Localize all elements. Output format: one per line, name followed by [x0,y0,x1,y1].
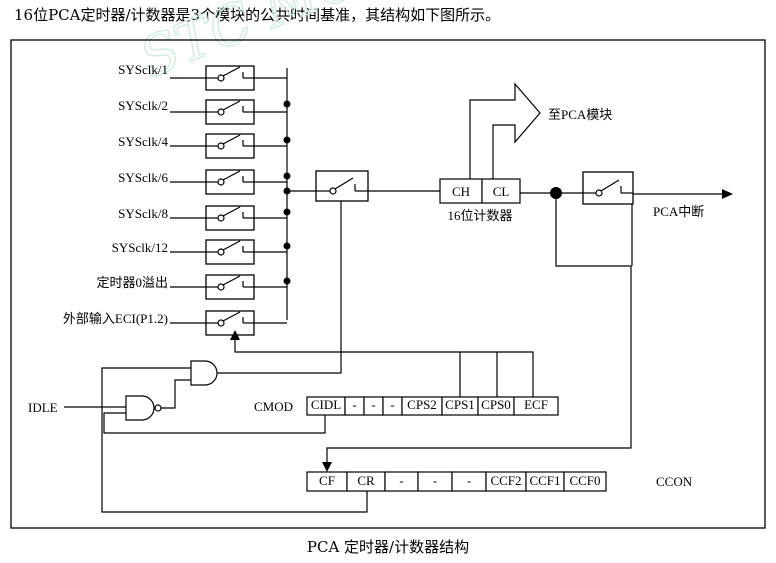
counter-high: CH [452,184,470,199]
counter-label: 16位计数器 [447,208,512,223]
run-switch [315,170,369,202]
ccon-bit-7: CCF0 [569,473,600,488]
clock-source-1: SYSclk/1 [118,62,168,77]
clock-switch-5 [170,205,287,231]
clock-source-4: SYSclk/6 [118,170,168,185]
pca-counter: CH CL 16位计数器 [439,178,521,223]
clock-switch-3 [170,133,287,159]
ccon-bit-5: CCF2 [490,473,521,488]
to-modules-label: 至PCA模块 [548,107,612,122]
interrupt-arrowhead [722,189,733,199]
and-gate [190,360,218,386]
counter-low: CL [493,184,510,199]
clock-switch-8 [170,310,287,336]
cmod-bit-0: CIDL [311,397,341,412]
cmod-name: CMOD [254,399,293,414]
clock-select-switches [170,65,287,336]
interrupt-label: PCA中断 [653,204,704,219]
ccon-register: CF CR - - - CCF2 CCF1 CCF0 [306,471,607,492]
watermark-text: STC MCU [131,0,410,90]
cmod-bit-6: CPS0 [481,397,511,412]
interrupt-switch [582,171,634,205]
diagram-frame [10,39,766,529]
ccon-bit-3: - [433,473,437,488]
cmod-bit-3: - [390,397,394,412]
clock-source-7: 定时器0溢出 [96,275,168,290]
ccon-bit-1: CR [357,473,375,488]
watermark: STC MCU [131,0,411,91]
intro-text: 16位PCA定时器/计数器是3个模块的公共时间基准，其结构如下图所示。 [14,6,501,24]
clock-switch-1 [170,65,287,91]
to-modules-arrow [469,82,541,179]
clock-source-8: 外部输入ECI(P1.2) [63,311,168,326]
clock-switch-6 [170,239,287,265]
cmod-bit-1: - [352,397,356,412]
caption: PCA 定时器/计数器结构 [306,538,470,556]
clock-source-6: SYSclk/12 [112,240,168,255]
cmod-bit-4: CPS2 [407,397,437,412]
clock-switch-4 [170,169,287,195]
nand-gate [125,395,162,421]
clock-source-2: SYSclk/2 [118,98,168,113]
clock-source-labels: SYSclk/1 SYSclk/2 SYSclk/4 SYSclk/6 SYSc… [63,62,169,326]
clock-source-5: SYSclk/8 [118,206,168,221]
ccon-bit-6: CCF1 [529,473,560,488]
ccon-bit-4: - [467,473,471,488]
clock-switch-7 [170,274,287,300]
ccon-name: CCON [656,474,693,489]
ccon-bit-2: - [399,473,403,488]
idle-label: IDLE [28,400,58,415]
cmod-bit-7: ECF [524,397,548,412]
cmod-bit-5: CPS1 [445,397,475,412]
cmod-bit-2: - [371,397,375,412]
clock-source-3: SYSclk/4 [118,134,168,149]
clock-switch-2 [170,99,287,125]
ccon-bit-0: CF [319,473,335,488]
